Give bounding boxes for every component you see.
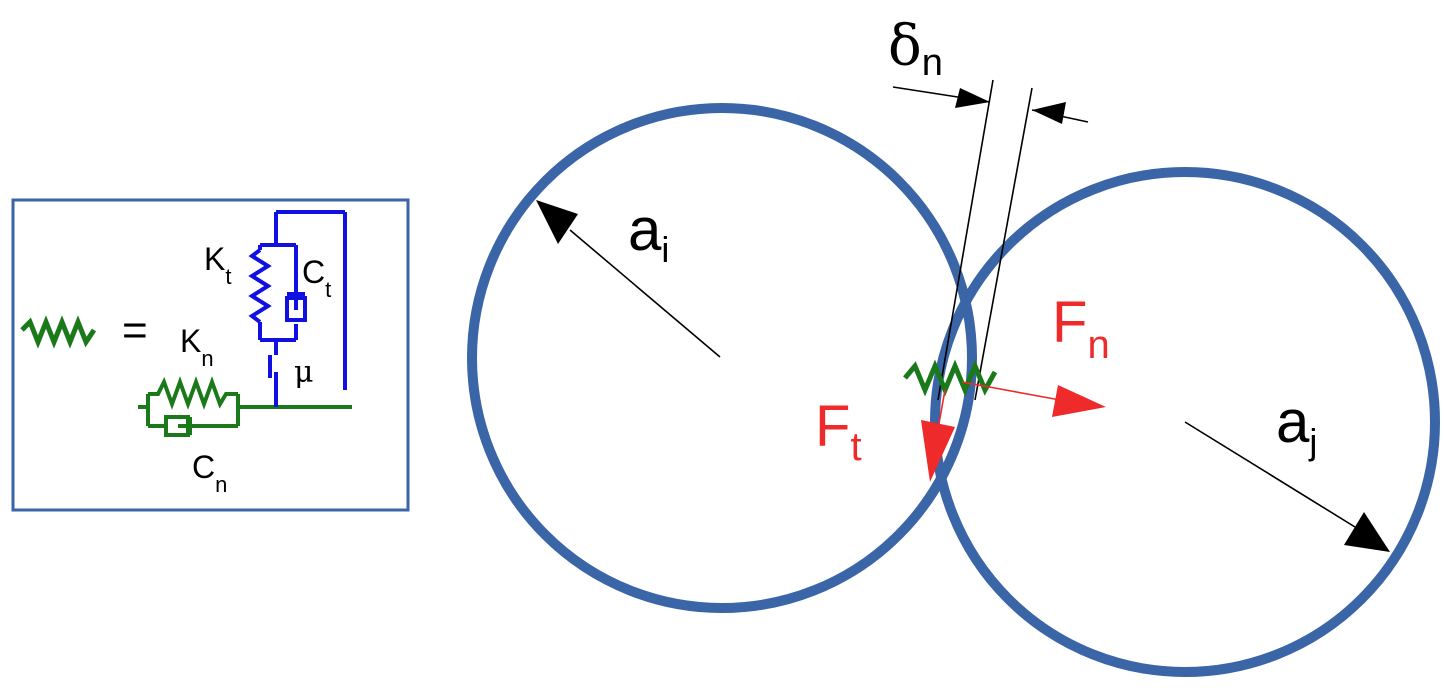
legend-box: = Kn Cn — [11, 198, 410, 512]
particles — [467, 103, 1440, 677]
tangential-spring-icon — [248, 248, 272, 324]
radius-j-arrow — [1184, 421, 1390, 552]
spring-icon — [20, 315, 97, 349]
tangential-force-arrow — [921, 389, 955, 482]
arrow-icon — [921, 420, 955, 482]
delta-n-label: δn — [888, 14, 943, 84]
arrow-icon — [1032, 102, 1066, 124]
equals-sign: = — [122, 306, 148, 355]
radius-i-arrow — [536, 200, 721, 358]
kt-label: Kt — [204, 241, 231, 289]
normal-spring-icon — [148, 376, 238, 410]
contact-spring-icon — [903, 359, 998, 397]
normal-force-arrow — [961, 381, 1106, 417]
mu-label: μ — [294, 355, 314, 390]
legend-frame — [11, 198, 410, 512]
ct-label: Ct — [302, 254, 331, 302]
arrow-icon — [955, 88, 990, 108]
particle-j — [930, 167, 1440, 677]
aj-label: aj — [1276, 388, 1317, 462]
cn-label: Cn — [192, 449, 227, 497]
arrow-icon — [536, 200, 578, 244]
particle-i — [467, 103, 977, 613]
arrow-icon — [1052, 385, 1106, 417]
ai-label: ai — [628, 196, 669, 270]
ft-label: Ft — [815, 394, 862, 469]
kn-label: Kn — [180, 323, 214, 371]
arrow-icon — [1344, 512, 1390, 552]
tangential-element — [248, 210, 347, 407]
normal-element — [138, 376, 352, 437]
fn-label: Fn — [1052, 290, 1110, 367]
